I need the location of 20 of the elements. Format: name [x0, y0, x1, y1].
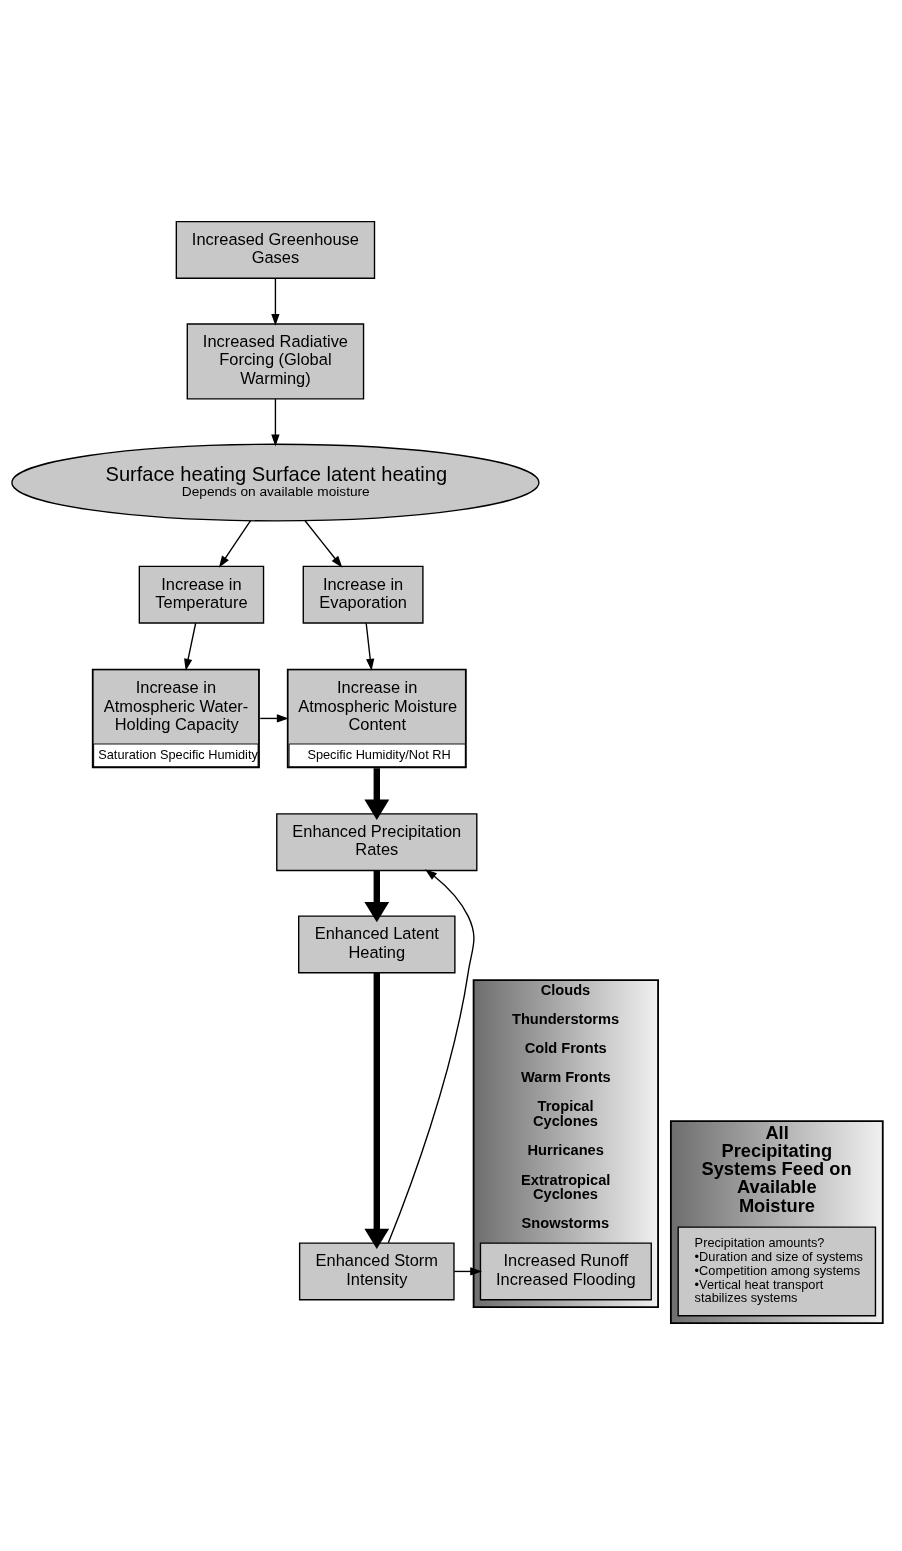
node-ellipse: Surface heating Surface latent heating Depends on available moisture	[11, 443, 540, 522]
node-box: Enhanced Latent Heating	[298, 914, 456, 973]
arrow	[387, 868, 475, 1244]
arrow	[364, 767, 390, 820]
arrow	[271, 277, 280, 326]
node-box: Enhanced Precipitation Rates	[276, 812, 478, 871]
arrow	[184, 622, 197, 671]
node-box: Enhanced Storm Intensity	[298, 1241, 455, 1300]
arrow	[218, 519, 252, 568]
arrow	[271, 397, 280, 446]
node-box: Increased Greenhouse Gases	[175, 220, 376, 279]
arrow	[364, 972, 390, 1249]
node-box: Increase in Temperature	[138, 565, 265, 624]
node-box: Increased Radiative Forcing (Global Warming)	[186, 322, 365, 399]
node-box: Increased Runoff Increased Flooding	[479, 1241, 652, 1300]
node-box: Increase in Evaporation	[302, 565, 424, 624]
arrow	[304, 519, 343, 568]
arrow	[365, 622, 375, 671]
arrow	[364, 870, 390, 922]
node-box: Precipitation amounts? •Duration and size of systems •Competition among systems •Vertical heat transport stabilizes systems	[677, 1225, 877, 1316]
